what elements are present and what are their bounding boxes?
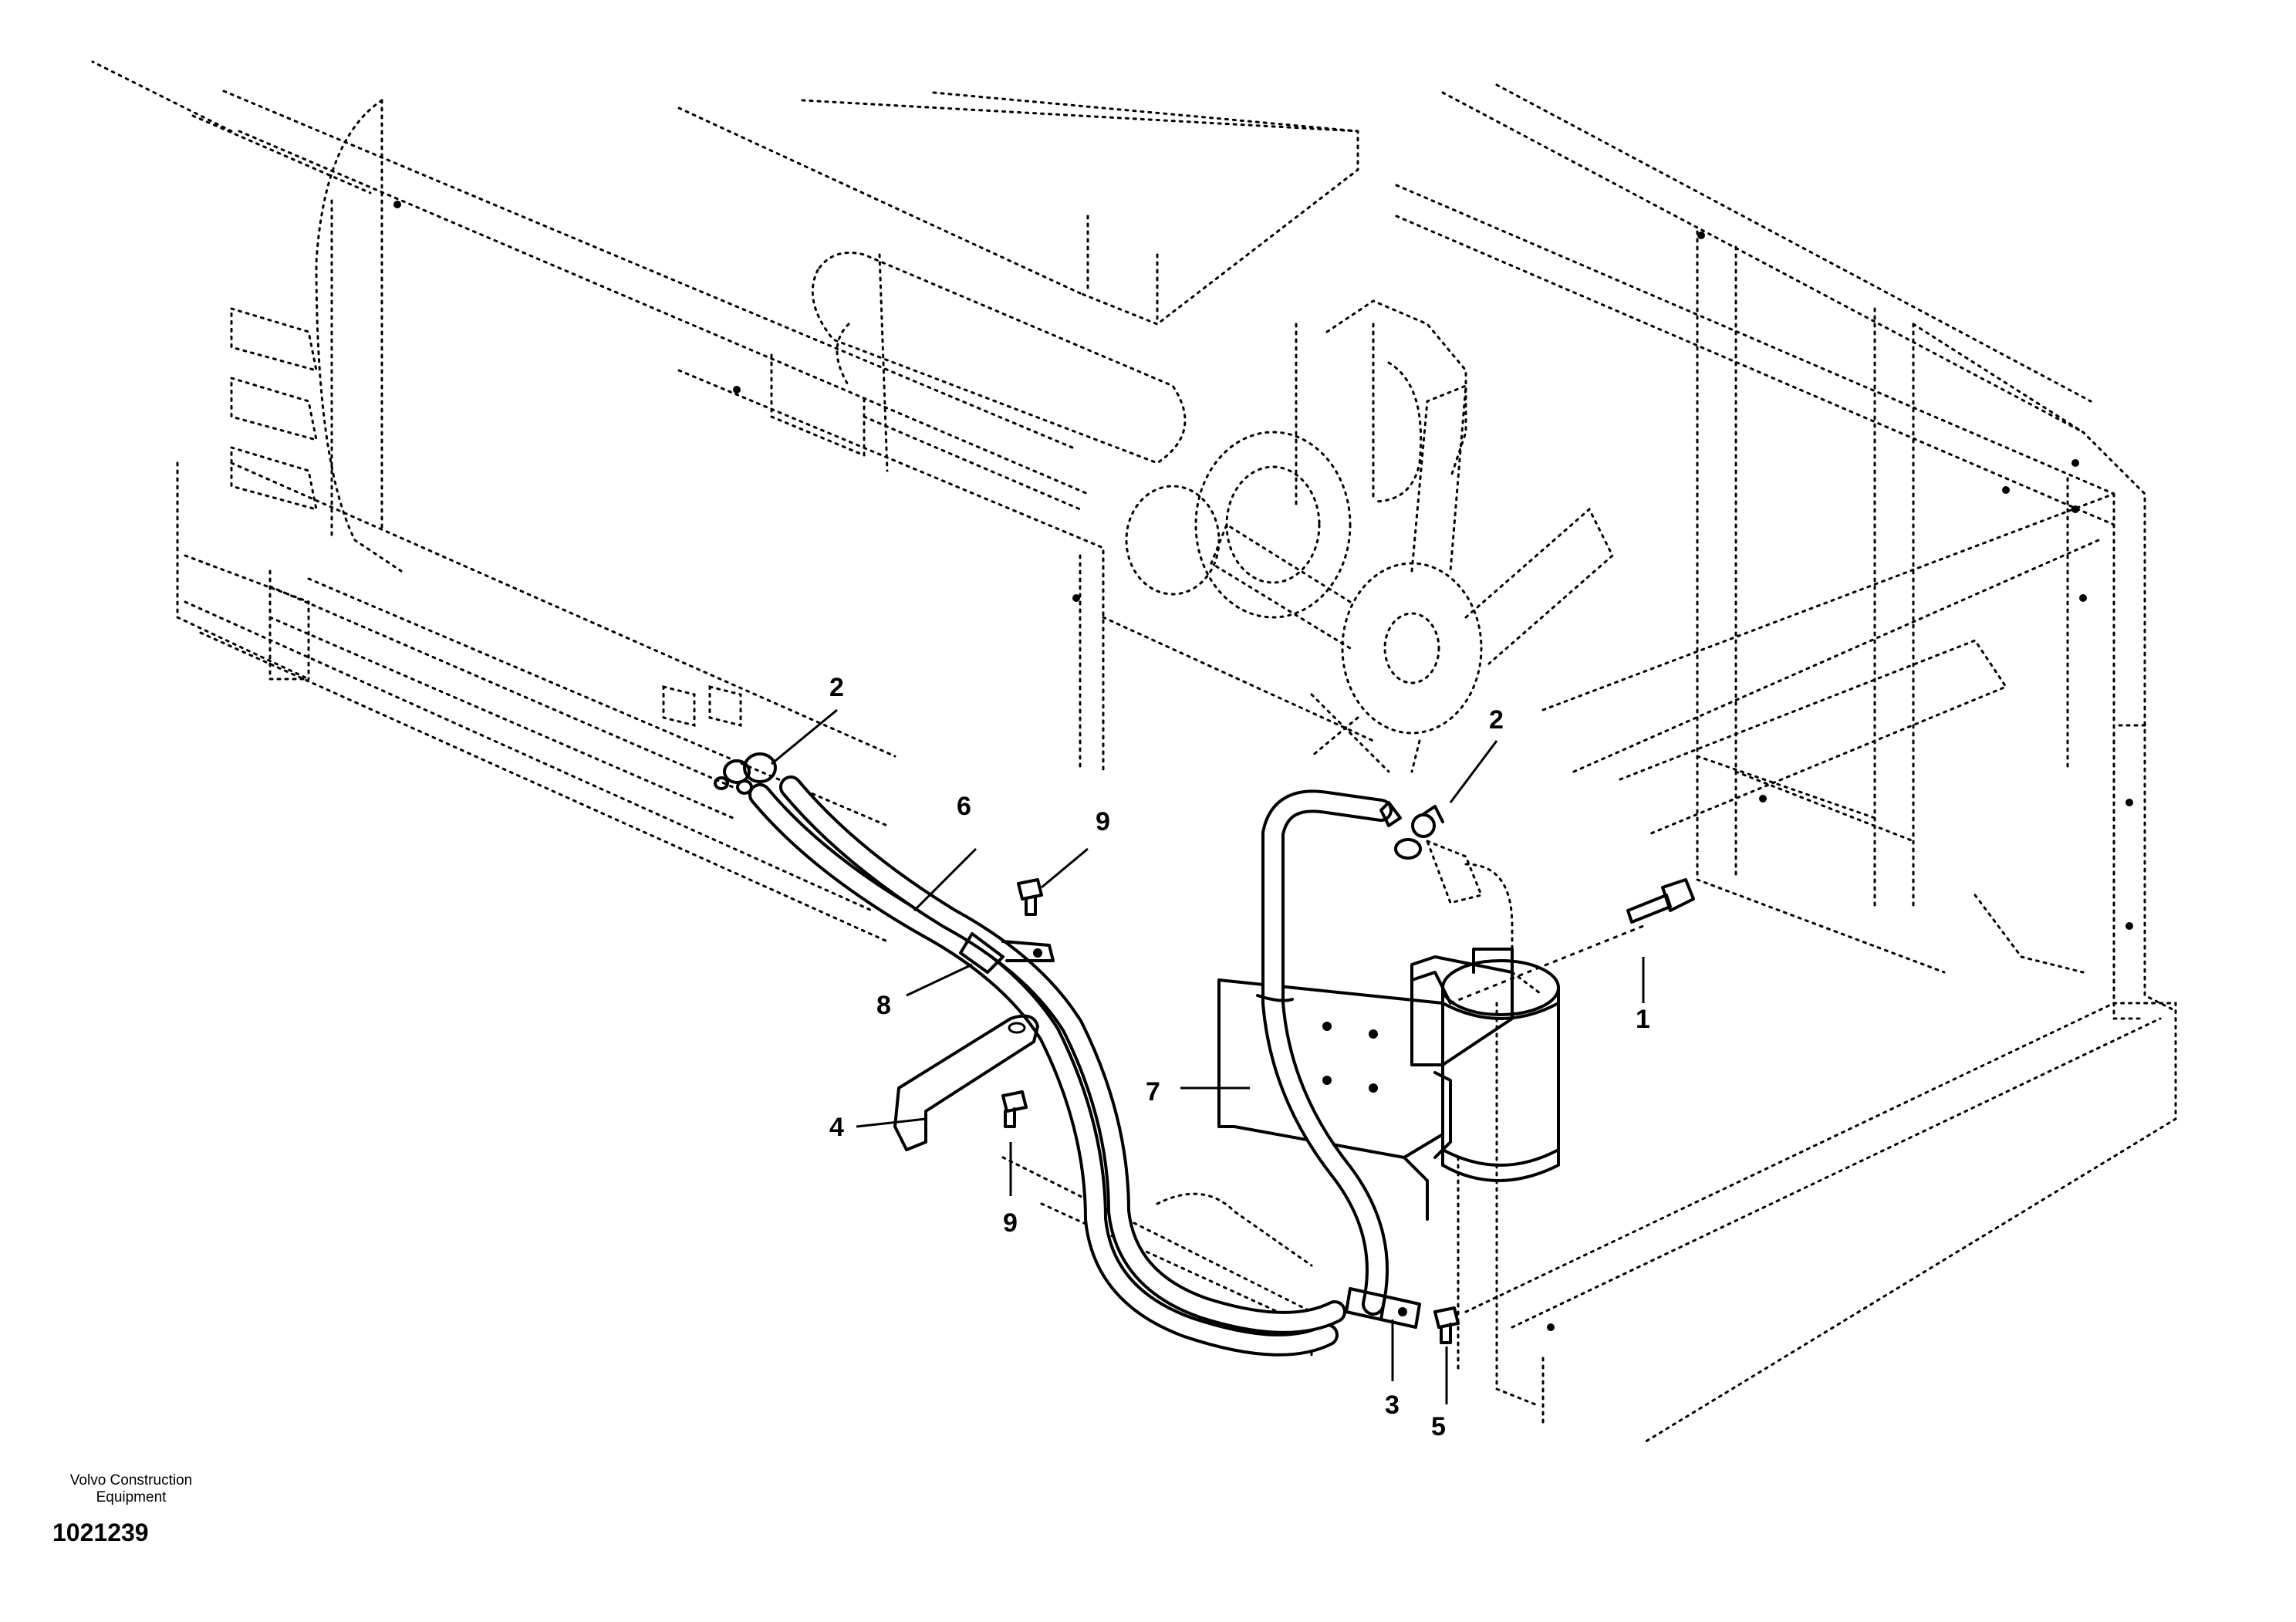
callout-9-upper: 9	[1096, 807, 1110, 836]
fittings-2-left	[714, 752, 777, 795]
publisher-caption: Volvo Construction Equipment	[54, 1472, 208, 1506]
clamp-8	[959, 932, 1055, 974]
callout-7: 7	[1146, 1077, 1160, 1107]
bolt-9-lower	[1001, 1090, 1028, 1128]
callout-9-lower: 9	[1003, 1208, 1018, 1238]
machine-frame-outline	[91, 60, 2177, 1445]
bolt-9-upper	[1017, 878, 1043, 916]
clamp-3	[1345, 1287, 1421, 1329]
receiver-drier-assembly	[1217, 948, 1560, 1221]
hose-7	[1256, 789, 1393, 1316]
callout-6: 6	[957, 792, 971, 821]
bolt-5	[1433, 1306, 1460, 1344]
hose-6	[748, 776, 1346, 1357]
publisher-line-1: Volvo Construction	[69, 1472, 193, 1489]
drawing-number: 1021239	[52, 1519, 149, 1546]
bolt-1	[1626, 878, 1695, 924]
callout-4: 4	[829, 1113, 844, 1142]
callout-8: 8	[876, 991, 891, 1020]
callout-5: 5	[1431, 1412, 1446, 1441]
callout-3: 3	[1385, 1391, 1400, 1420]
publisher-line-2: Equipment	[96, 1489, 167, 1505]
callout-1: 1	[1636, 1005, 1650, 1034]
callout-labels: 1 2 2 3 4 5 6 7 8 9 9	[829, 673, 1650, 1441]
fittings-2-right	[1379, 801, 1444, 860]
leader-lines	[771, 708, 1645, 1404]
callout-2-right: 2	[1489, 705, 1504, 735]
callout-2-left: 2	[829, 673, 844, 702]
bracket-4	[893, 1014, 1039, 1151]
